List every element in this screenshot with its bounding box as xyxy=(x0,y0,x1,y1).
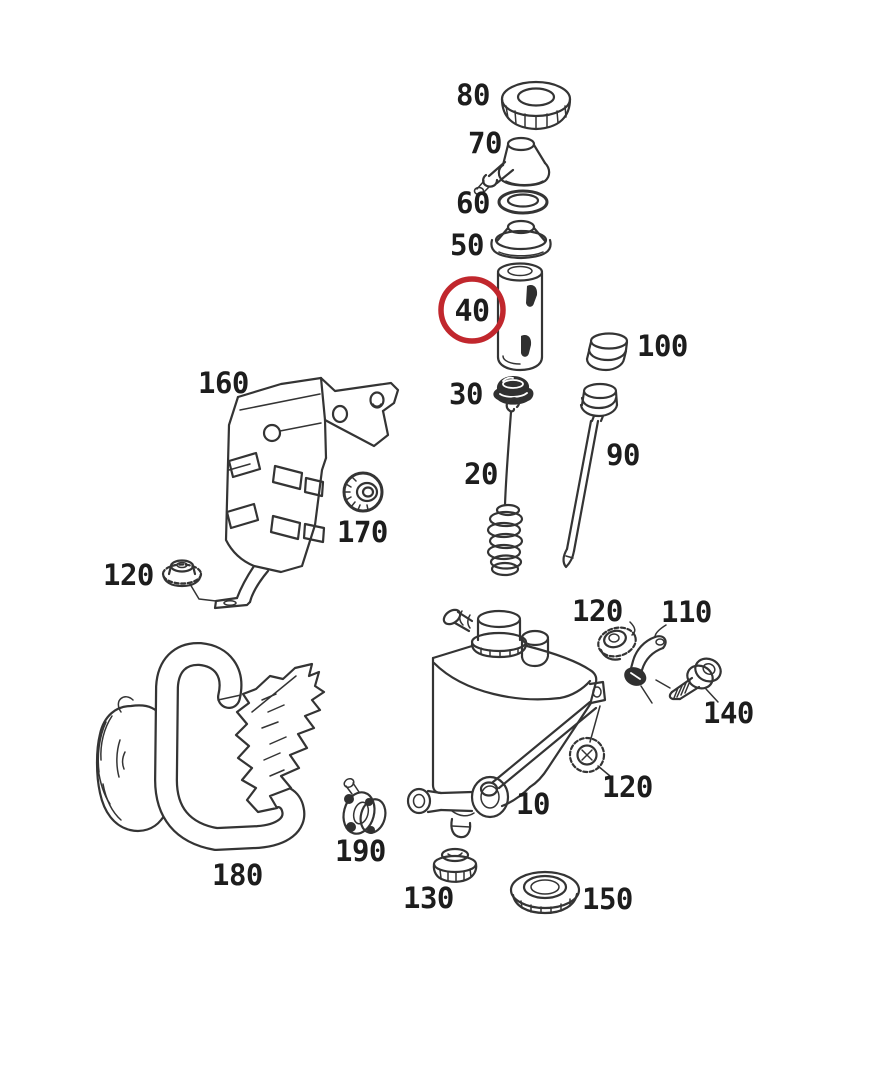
part-label-20: 20 xyxy=(464,457,498,491)
part-label-140: 140 xyxy=(703,696,754,730)
part-label-30: 30 xyxy=(449,377,483,411)
part-60-o-ring xyxy=(497,189,549,215)
part-110-bracket xyxy=(624,624,667,704)
part-label-60: 60 xyxy=(456,186,490,220)
part-label-150: 150 xyxy=(582,882,633,916)
part-100-ring-stack xyxy=(585,332,629,372)
part-label-190: 190 xyxy=(335,834,386,868)
part-label-180: 180 xyxy=(212,858,263,892)
part-label-170: 170 xyxy=(337,515,388,549)
part-label-160: 160 xyxy=(198,366,249,400)
part-90-dipstick xyxy=(562,382,619,569)
part-120-nut-upper-right xyxy=(597,621,637,661)
part-40-highlight: 40 xyxy=(438,276,506,344)
part-150-grommet xyxy=(509,870,581,915)
part-label-110: 110 xyxy=(661,595,712,629)
part-label-100: 100 xyxy=(637,329,688,363)
part-label-40: 40 xyxy=(454,294,489,329)
part-label-120-left: 120 xyxy=(103,558,154,592)
part-190-clamp xyxy=(342,777,387,835)
part-label-80: 80 xyxy=(456,78,490,112)
part-label-50: 50 xyxy=(450,228,484,262)
part-140-bolt xyxy=(655,657,722,703)
part-label-10: 10 xyxy=(516,787,550,821)
part-120-nut-lower-right xyxy=(568,705,611,777)
part-10-reservoir xyxy=(406,608,607,839)
part-labels: 80 70 60 50 100 30 20 90 160 170 120 180… xyxy=(103,78,754,916)
part-label-130: 130 xyxy=(403,881,454,915)
part-170-bushing xyxy=(342,471,384,513)
part-20-spring xyxy=(486,397,524,577)
part-30-spring-seat xyxy=(493,376,534,405)
part-120-nut-left xyxy=(161,559,217,602)
part-160-heat-shield xyxy=(213,376,400,610)
part-label-120-lower-right: 120 xyxy=(602,770,653,804)
highlight-circle xyxy=(438,276,506,344)
part-50-seal xyxy=(490,219,552,260)
part-70-valve xyxy=(473,136,551,196)
part-label-70: 70 xyxy=(468,126,502,160)
part-180-hose xyxy=(95,642,326,851)
part-130-grommet xyxy=(432,847,478,883)
part-label-120-upper-right: 120 xyxy=(572,594,623,628)
part-label-90: 90 xyxy=(606,438,640,472)
part-80-cap xyxy=(500,80,572,131)
part-40-filter-cartridge xyxy=(496,262,544,372)
